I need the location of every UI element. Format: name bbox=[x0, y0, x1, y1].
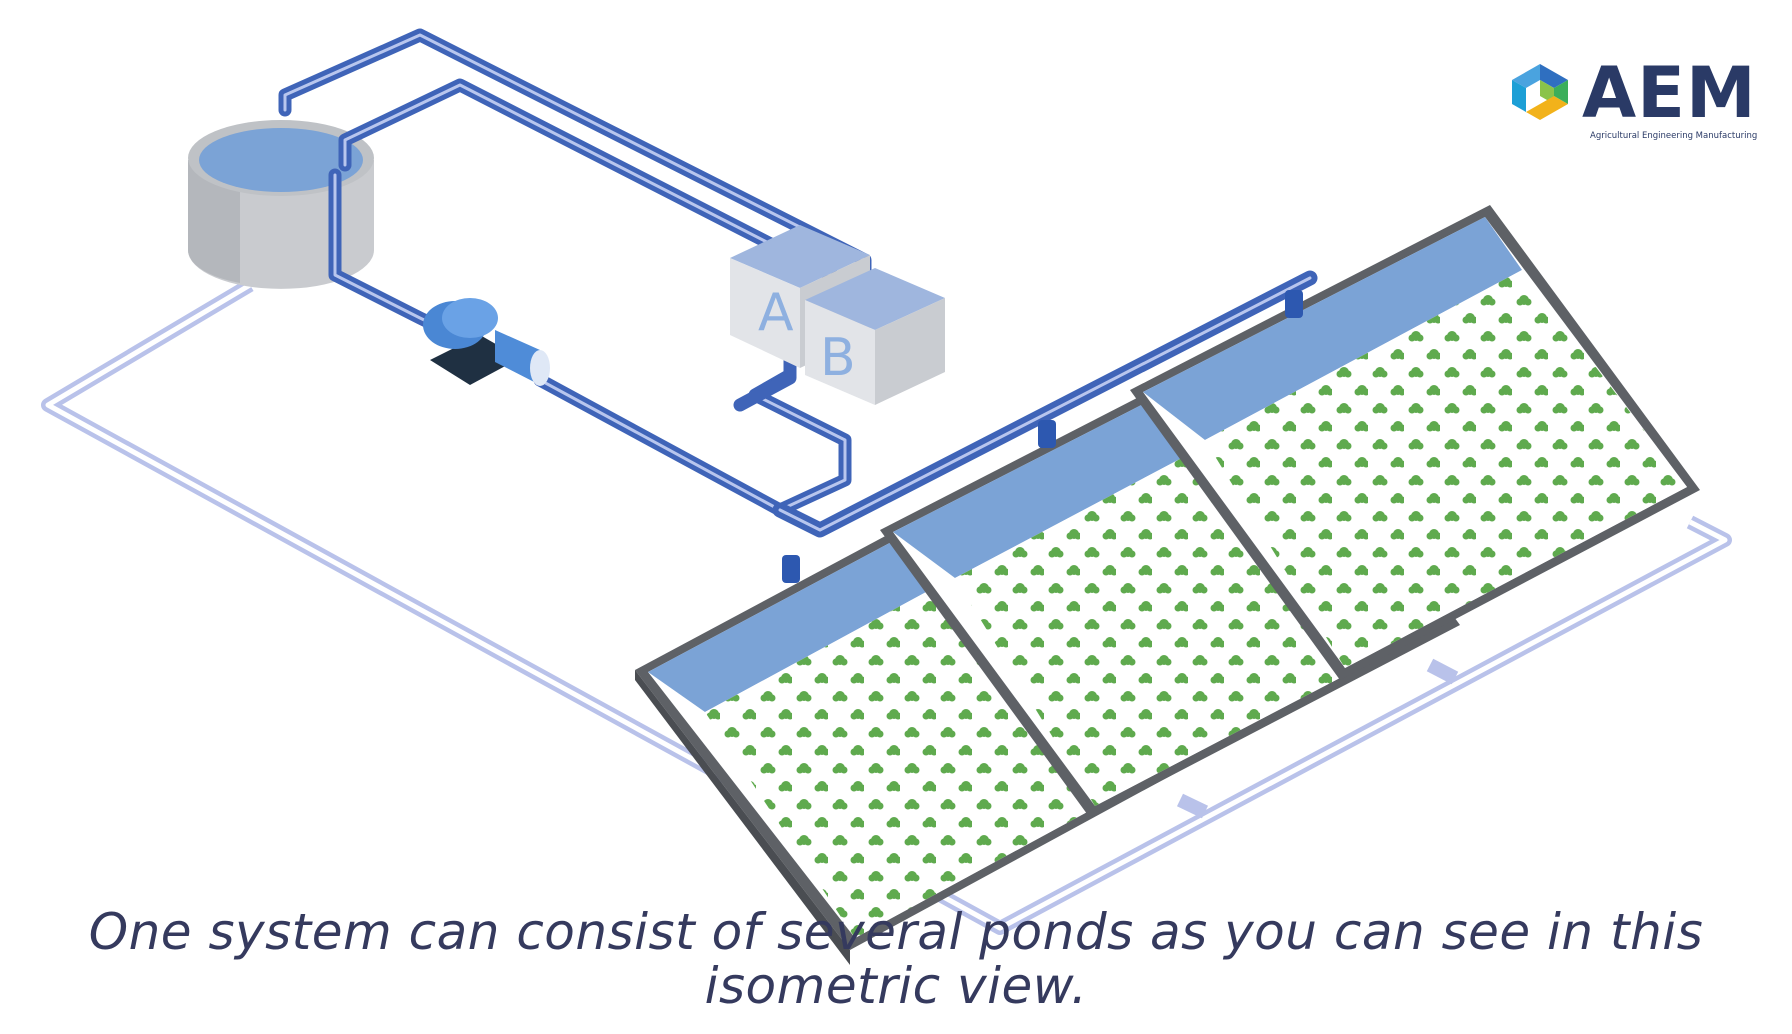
pump bbox=[423, 298, 550, 386]
caption-line-2: isometric view. bbox=[704, 957, 1088, 1015]
subtitle-caption: One system can consist of several ponds … bbox=[0, 905, 1792, 1013]
logo-tagline: Agricultural Engineering Manufacturing bbox=[1590, 131, 1758, 141]
logo-wordmark: AEM bbox=[1582, 52, 1757, 134]
return-pipe bbox=[41, 278, 1732, 935]
nutrient-tanks bbox=[730, 225, 945, 405]
tank-a-label: A bbox=[758, 283, 794, 343]
aem-logo-mark-icon bbox=[1512, 64, 1568, 120]
reservoir-tank bbox=[188, 120, 374, 289]
tank-b-label: B bbox=[820, 328, 856, 388]
pond-3 bbox=[1130, 205, 1700, 680]
aem-logo: AEM Agricultural Engineering Manufacturi… bbox=[1504, 52, 1757, 148]
feed-valves bbox=[782, 290, 1303, 583]
caption-line-1: One system can consist of several ponds … bbox=[88, 903, 1704, 961]
